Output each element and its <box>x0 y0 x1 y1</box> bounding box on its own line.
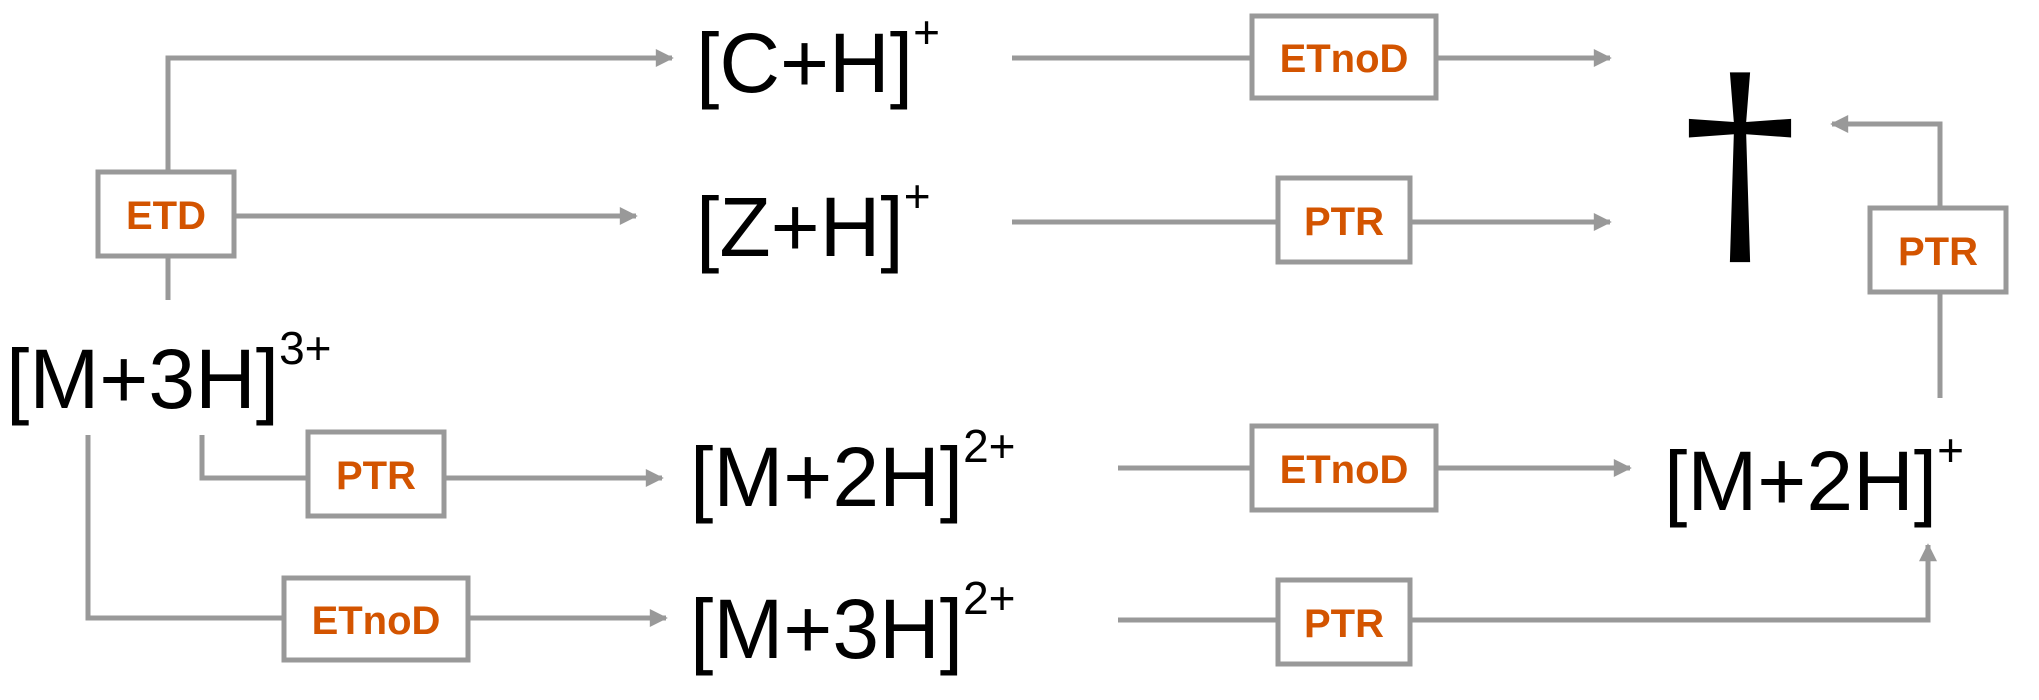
ptr-label-bottom: PTR <box>1304 602 1384 646</box>
ptr-box-m3h: PTR <box>305 429 447 519</box>
species-zh-plus: [Z+H]+ <box>696 170 931 274</box>
species-ch-plus: [C+H]+ <box>696 6 940 110</box>
ptr-box-zh: PTR <box>1275 175 1413 265</box>
etnod-label-bottom: ETnoD <box>312 599 441 643</box>
etnod-box-top: ETnoD <box>1249 13 1439 101</box>
ptr-label-zh: PTR <box>1304 200 1384 244</box>
ptr-box-bottom: PTR <box>1275 577 1413 667</box>
species-m2h-plus: [M+2H]+ <box>1664 424 1964 528</box>
etnod-label-m2h: ETnoD <box>1280 448 1409 492</box>
etd-box: ETD <box>95 169 237 259</box>
etnod-box-bottom: ETnoD <box>281 575 471 663</box>
ptr-label-m3h: PTR <box>336 454 416 498</box>
m3h-to-m3h2-arrow <box>85 435 668 627</box>
m2h1-to-dagger-arrow <box>1830 115 1943 398</box>
etd-label: ETD <box>126 194 206 238</box>
etnod-box-m2h: ETnoD <box>1249 423 1439 513</box>
m3h2-to-m2h1-arrow <box>1118 543 1937 623</box>
etnod-label-top: ETnoD <box>1280 37 1409 81</box>
dagger-icon: † <box>1683 28 1798 295</box>
species-m3h-3plus: [M+3H]3+ <box>6 322 332 426</box>
ptr-label-right: PTR <box>1898 230 1978 274</box>
m3h-to-m2h-arrow <box>199 435 664 487</box>
species-m3h-2plus: [M+3H]2+ <box>690 572 1016 676</box>
etd-to-ch-arrow <box>165 49 674 300</box>
ptr-box-right: PTR <box>1867 205 2009 295</box>
species-m2h-2plus: [M+2H]2+ <box>690 420 1016 524</box>
